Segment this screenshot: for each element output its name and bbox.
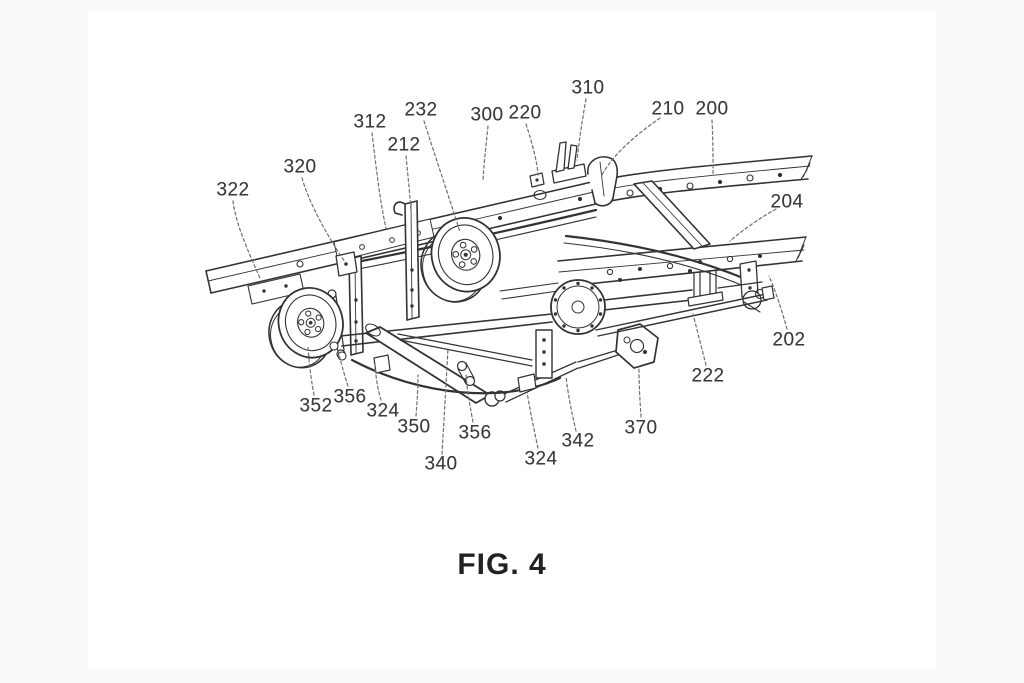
leader-322 <box>233 201 260 278</box>
ref-label-370: 370 <box>624 417 658 439</box>
frame-rail-far <box>500 237 806 299</box>
leader-324a <box>375 364 381 400</box>
drawing-canvas <box>88 12 936 668</box>
driveshaft-assembly <box>364 322 618 406</box>
ref-label-356-b: 356 <box>458 422 492 444</box>
leader-222 <box>693 314 706 365</box>
leader-220 <box>526 124 538 175</box>
leader-350 <box>416 375 418 416</box>
jounce-bumper-bracket <box>552 142 586 183</box>
leaf-spring-rear <box>564 236 758 297</box>
steering-knuckle-assembly <box>616 324 658 368</box>
ref-label-204: 204 <box>770 191 804 213</box>
leader-202 <box>769 276 787 329</box>
ref-label-352: 352 <box>299 395 333 417</box>
leader-352 <box>308 346 314 395</box>
leader-212 <box>406 156 411 212</box>
spring-hanger-brackets <box>334 201 434 355</box>
differential-housing <box>551 280 605 334</box>
ref-label-312: 312 <box>353 111 387 133</box>
leader-200 <box>712 120 713 175</box>
leader-356b <box>466 375 473 422</box>
leader-310 <box>577 99 586 160</box>
ref-label-340: 340 <box>424 453 458 475</box>
leader-324b <box>527 392 538 448</box>
ref-label-324-a: 324 <box>366 400 400 422</box>
ref-label-210: 210 <box>651 98 685 120</box>
rail-stud-bracket <box>530 173 544 187</box>
hook-bracket <box>588 157 617 206</box>
ref-label-222: 222 <box>691 365 725 387</box>
ref-label-322: 322 <box>216 179 250 201</box>
ref-label-232: 232 <box>404 99 438 121</box>
leader-320 <box>302 178 345 262</box>
ref-label-320: 320 <box>283 156 317 178</box>
ref-label-202: 202 <box>772 329 806 351</box>
ref-label-300: 300 <box>470 104 504 126</box>
leader-210 <box>602 118 660 175</box>
leader-342 <box>566 376 576 431</box>
leader-lines <box>233 99 787 454</box>
wheel-drum-right <box>411 210 510 309</box>
ref-label-324-b: 324 <box>524 448 558 470</box>
misc-brackets <box>330 330 552 392</box>
rear-crossmember <box>634 181 710 249</box>
ref-label-200: 200 <box>695 98 729 120</box>
leader-340 <box>442 348 448 454</box>
ref-label-220: 220 <box>508 102 542 124</box>
leader-370 <box>639 369 641 417</box>
ref-label-342: 342 <box>561 430 595 452</box>
figure-caption: FIG. 4 <box>457 548 547 581</box>
ref-label-212: 212 <box>387 134 421 156</box>
leader-232 <box>424 121 460 232</box>
leader-312 <box>372 133 386 228</box>
ref-label-350: 350 <box>397 416 431 438</box>
wheel-drum-left <box>259 281 352 375</box>
leader-356a <box>338 351 348 386</box>
ref-label-356-a: 356 <box>333 386 367 408</box>
leader-300 <box>483 126 488 180</box>
track-bar <box>596 286 774 336</box>
ref-label-310: 310 <box>571 77 605 99</box>
leader-204 <box>730 209 776 241</box>
